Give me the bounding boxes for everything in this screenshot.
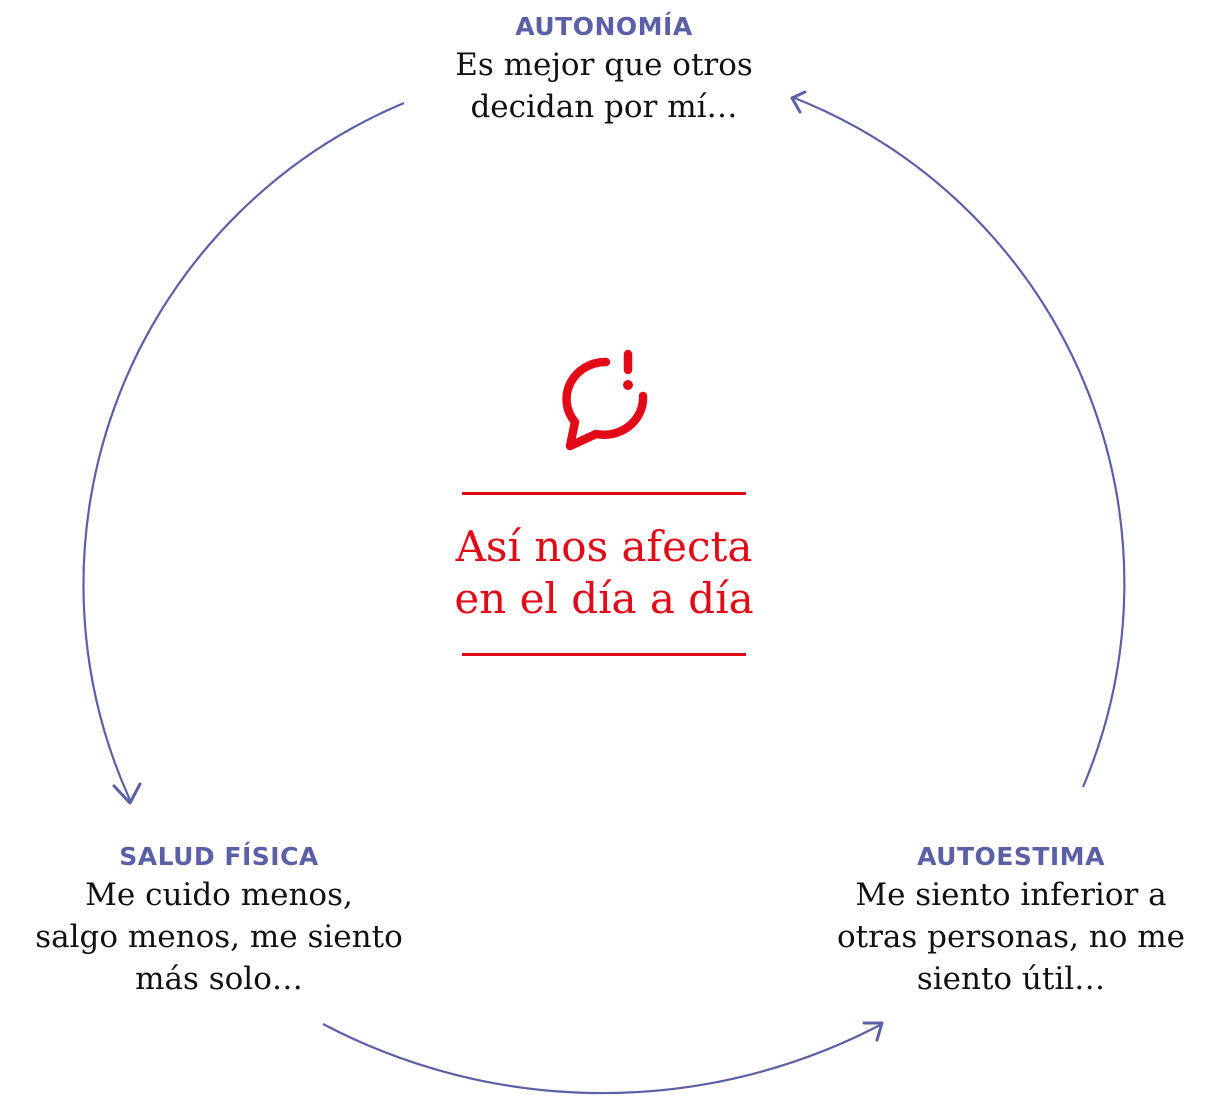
- node-title-salud-fisica: SALUD FÍSICA: [119, 842, 319, 871]
- center-title: Así nos afecta en el día a día: [404, 521, 804, 625]
- node-text-line: decidan por mí…: [470, 89, 738, 125]
- divider-bottom: [462, 653, 746, 656]
- arrowhead-autonomia: [790, 90, 807, 114]
- arc-autonomia-to-salud: [82, 101, 405, 801]
- node-title-autoestima: AUTOESTIMA: [917, 842, 1105, 871]
- node-salud-fisica: SALUD FÍSICA Me cuido menos, salgo menos…: [14, 840, 424, 1000]
- arrowhead-salud: [112, 782, 142, 805]
- center-block: Así nos afecta en el día a día: [404, 340, 804, 656]
- node-autonomia: AUTONOMÍA Es mejor que otros decidan por…: [404, 10, 804, 128]
- divider-top: [462, 492, 746, 495]
- arrowhead-autoestima: [862, 1021, 884, 1042]
- node-text-line: siento útil…: [916, 961, 1106, 997]
- node-autoestima: AUTOESTIMA Me siento inferior a otras pe…: [806, 840, 1216, 1000]
- center-title-line: en el día a día: [454, 574, 754, 623]
- node-text-line: otras personas, no me: [836, 919, 1186, 955]
- node-text-line: más solo…: [135, 961, 303, 997]
- center-title-line: Así nos afecta: [455, 522, 753, 571]
- arc-autoestima-to-autonomia: [791, 95, 1126, 788]
- node-text-line: Me siento inferior a: [855, 877, 1167, 913]
- speech-bubble-alert-icon: [562, 349, 648, 451]
- node-text-line: Me cuido menos,: [85, 877, 353, 913]
- node-text-line: Es mejor que otros: [455, 47, 753, 83]
- node-text-line: salgo menos, me siento: [35, 919, 403, 955]
- node-title-autonomia: AUTONOMÍA: [515, 12, 693, 41]
- arc-salud-to-autoestima: [322, 1023, 883, 1095]
